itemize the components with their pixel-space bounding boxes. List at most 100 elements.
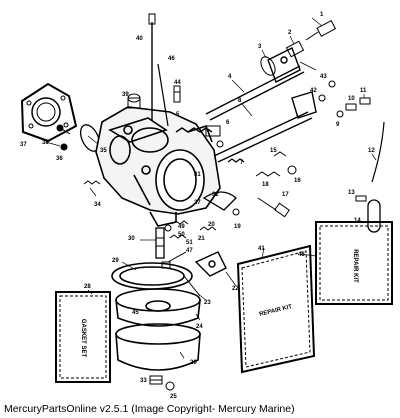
callout-5: 5: [176, 112, 180, 118]
callout-18: 18: [262, 182, 269, 188]
callout-15: 15: [270, 148, 277, 154]
callout-43: 43: [320, 74, 327, 80]
nozzle-30: [155, 227, 165, 259]
washer-25: [165, 381, 175, 391]
repair-kit-label-41: REPAIR KIT: [259, 304, 293, 318]
repair-kit-card-41: [236, 244, 316, 374]
callout-numbers: 1234567891011121314151617181920212223242…: [20, 12, 375, 400]
screw-38: [60, 143, 68, 151]
callout-3: 3: [258, 44, 262, 50]
fitting-2: [285, 40, 305, 58]
callout-21: 21: [198, 236, 205, 242]
callout-39: 39: [122, 92, 129, 98]
callout-1: 1: [320, 12, 324, 18]
copyright-footer: MercuryPartsOnline v2.5.1 (Image Copyrig…: [4, 403, 295, 415]
washer-9: [336, 110, 344, 118]
shaft-40: [148, 13, 156, 120]
spring-21: [199, 226, 217, 231]
gasket-set-label-28: GASKET SET: [80, 319, 86, 358]
callout-32: 32: [212, 192, 219, 198]
callout-42: 42: [310, 88, 317, 94]
callout-6: 6: [226, 120, 230, 126]
screw-10: [345, 103, 357, 111]
bushing-3: [260, 56, 276, 76]
ring-49: [164, 224, 172, 232]
callout-40: 40: [136, 36, 143, 42]
callout-29: 29: [112, 258, 119, 264]
callout-41: 41: [258, 246, 265, 252]
needle-23: [183, 275, 201, 297]
leader-lines: [45, 17, 377, 359]
gasket-plate-37: [20, 82, 78, 143]
callout-44: 44: [174, 80, 181, 86]
throttle-shaft-4: [205, 47, 305, 121]
repair-kit-card-48: [315, 221, 393, 305]
repair-kit-label-48: REPAIR KIT: [352, 249, 358, 283]
callout-24: 24: [196, 324, 203, 330]
callout-27: 27: [194, 200, 201, 206]
washer-43: [328, 80, 336, 88]
callout-50: 50: [178, 232, 185, 238]
washer-42: [318, 94, 326, 102]
wire-12: [371, 121, 385, 183]
callout-10: 10: [348, 96, 355, 102]
callout-49: 49: [178, 224, 185, 230]
gasket-set-card-28: [55, 291, 111, 383]
spring-34: [83, 180, 101, 185]
carburetor-body: [95, 106, 221, 227]
callout-23: 23: [204, 300, 211, 306]
idle-screw-17: [257, 197, 290, 218]
callout-38: 38: [42, 140, 49, 146]
callout-37: 37: [20, 142, 27, 148]
float-24: [115, 288, 201, 327]
fitting-39: [127, 93, 141, 109]
callout-36: 36: [56, 156, 63, 162]
screw-44: [173, 85, 181, 103]
callout-4: 4: [228, 74, 232, 80]
callout-11: 11: [360, 88, 367, 94]
spring-50: [171, 220, 189, 225]
callout-51: 51: [186, 240, 193, 246]
drain-screw-33: [149, 375, 163, 385]
clip-18: [255, 171, 281, 177]
callout-48: 48: [298, 252, 305, 258]
screw-1: [305, 20, 337, 41]
callout-19: 19: [234, 224, 241, 230]
callout-28: 28: [84, 284, 91, 290]
callout-26: 26: [190, 360, 197, 366]
callout-14: 14: [354, 218, 361, 224]
screw-13: [355, 195, 367, 202]
needle-47: [161, 251, 187, 269]
float-arm-22: [194, 251, 227, 277]
callout-9: 9: [336, 122, 340, 128]
fitting-6: [205, 125, 224, 148]
spring-51: [169, 234, 187, 239]
callout-2: 2: [288, 30, 292, 36]
callout-47: 47: [186, 248, 193, 254]
ring-19: [232, 208, 240, 216]
callout-46: 46: [168, 56, 175, 62]
callout-45: 45: [132, 310, 139, 316]
callout-13: 13: [348, 190, 355, 196]
callout-7: 7: [240, 160, 244, 166]
screw-36: [56, 124, 71, 135]
callout-31: 31: [194, 172, 201, 178]
choke-shaft-8: [213, 91, 317, 163]
clip-15: [273, 151, 287, 157]
bowl-gasket-29: [111, 262, 193, 290]
float-14: [367, 199, 381, 233]
callout-16: 16: [294, 178, 301, 184]
callout-20: 20: [208, 222, 215, 228]
callout-17: 17: [282, 192, 289, 198]
spring-7: [227, 158, 245, 163]
float-bowl-26: [115, 323, 201, 371]
callout-8: 8: [238, 98, 242, 104]
shaft-46: [157, 63, 169, 127]
callout-22: 22: [232, 286, 239, 292]
callout-25: 25: [170, 394, 177, 400]
callout-30: 30: [128, 236, 135, 242]
choke-plate-20: [202, 191, 237, 211]
callout-33: 33: [140, 378, 147, 384]
callout-34: 34: [94, 202, 101, 208]
